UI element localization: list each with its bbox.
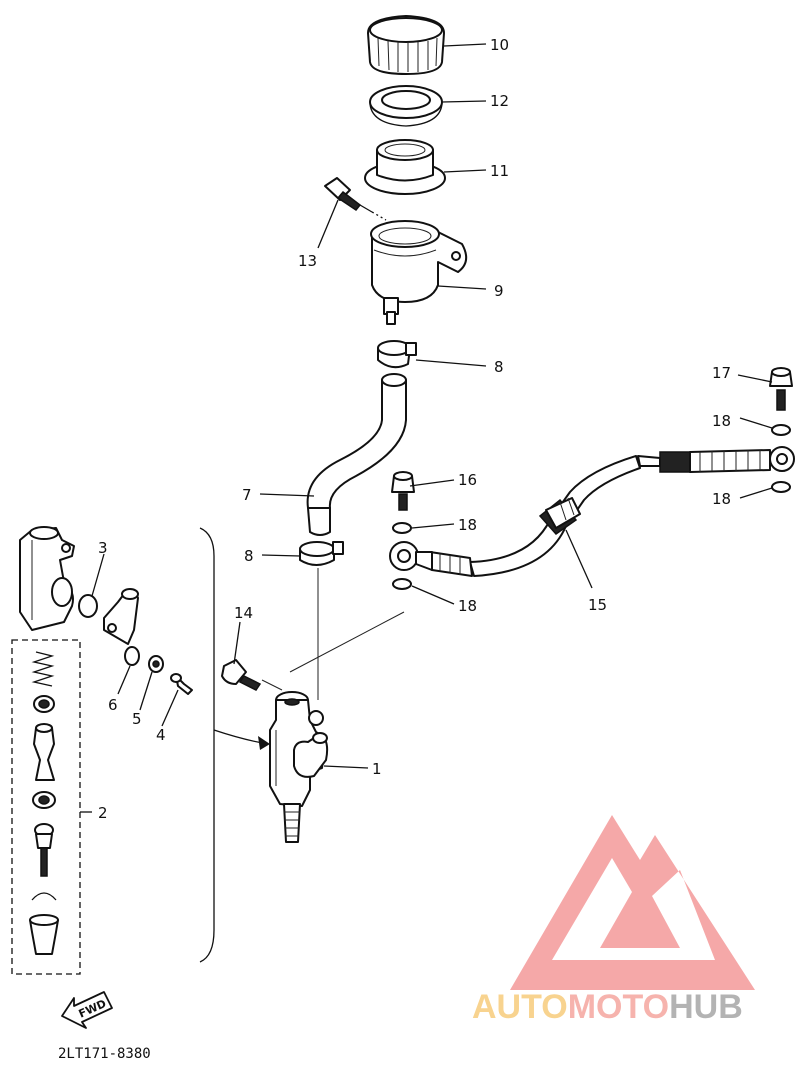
assembly-arrowhead (258, 736, 270, 750)
piston-kit-parts (29, 651, 59, 955)
reservoir-tank (370, 220, 468, 325)
callout-1: 1 (372, 760, 382, 778)
callout-8-lower: 8 (244, 547, 254, 565)
washer-18-upper-right (771, 424, 791, 436)
callout-18-lower-right: 18 (712, 490, 731, 508)
screw-13 (324, 177, 387, 221)
bolt-4 (170, 673, 193, 695)
callout-7: 7 (242, 486, 252, 504)
assembly-guide-line-3 (289, 611, 405, 673)
logo-word-auto: AUTO (472, 988, 568, 1026)
cylinder-body-reference (19, 526, 75, 631)
reservoir-cap (367, 15, 445, 75)
logo-word-hub: HUB (669, 988, 743, 1026)
union-bolt-16 (391, 471, 415, 511)
brake-hose (389, 455, 641, 577)
leader-lines (80, 43, 773, 813)
callout-10: 10 (490, 36, 509, 54)
callout-17: 17 (712, 364, 731, 382)
washer-6 (124, 646, 140, 666)
callout-13: 13 (298, 252, 317, 270)
callout-2: 2 (98, 804, 108, 822)
svg-text:AUTOMOTOHUB: AUTOMOTOHUB (472, 988, 743, 1026)
callout-4: 4 (156, 726, 166, 744)
hose-clamp-lower (299, 541, 344, 566)
o-ring-3 (78, 594, 98, 618)
callout-16: 16 (458, 471, 477, 489)
callout-18-upper-right: 18 (712, 412, 731, 430)
callout-18-upper-left: 18 (458, 516, 477, 534)
callout-3: 3 (98, 539, 108, 557)
rear-master-cylinder (269, 691, 329, 843)
bolt-14 (221, 659, 262, 691)
callout-8-upper: 8 (494, 358, 504, 376)
washer-18-upper-left (392, 522, 412, 534)
callout-9: 9 (494, 282, 504, 300)
hose-clamp-upper (377, 340, 417, 369)
nut-5 (148, 655, 164, 673)
callout-18-lower-left: 18 (458, 597, 477, 615)
logo-word-moto: MOTO (568, 988, 669, 1026)
automotohub-logo: AUTOMOTOHUB (472, 815, 755, 1026)
diaphragm-plate (369, 85, 443, 127)
callout-labels: 10 12 11 13 9 8 7 8 17 18 18 16 18 18 15… (98, 36, 731, 822)
assembly-bracket (199, 527, 215, 963)
hose-joint (103, 588, 139, 645)
callout-12: 12 (490, 92, 509, 110)
assembly-guide-line-2 (261, 679, 283, 691)
callout-11: 11 (490, 162, 509, 180)
washer-18-lower-right (771, 481, 791, 493)
callout-6: 6 (108, 696, 118, 714)
washer-18-lower-left (392, 578, 412, 590)
diaphragm (364, 139, 446, 195)
forward-direction-arrow: FWD (61, 991, 113, 1029)
hose-end-fitting-right (637, 446, 795, 473)
callout-5: 5 (132, 710, 142, 728)
piston-kit-box (11, 639, 81, 975)
callout-14: 14 (234, 604, 253, 622)
union-bolt-17 (769, 367, 793, 411)
callout-15: 15 (588, 596, 607, 614)
reservoir-hose (306, 373, 407, 536)
logo-triangle-mark (510, 815, 755, 990)
diagram-code: 2LT171-8380 (58, 1046, 151, 1062)
